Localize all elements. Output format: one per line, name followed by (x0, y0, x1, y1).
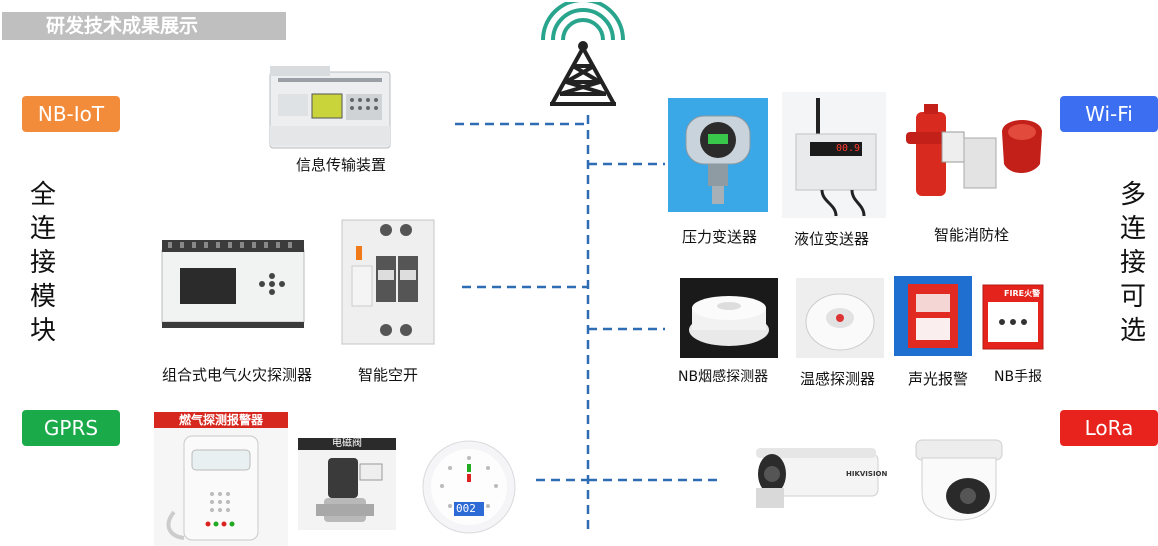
manual-call-header: FIRE火警 (1004, 289, 1041, 298)
pressure-caption: 压力变送器 (682, 228, 758, 246)
nbiot-tag: NB-IoT (22, 96, 120, 132)
sound-light-caption: 声光报警 (908, 370, 969, 388)
gas-detector-header: 燃气探测报警器 (154, 412, 288, 428)
pressure-transmitter-image (668, 98, 768, 212)
char: 可 (1119, 282, 1146, 312)
char: 多 (1119, 180, 1146, 210)
co-detector-image (422, 440, 516, 534)
gprs-tag: GPRS (22, 410, 120, 446)
dome-camera-image (915, 439, 1003, 521)
wifi-tag: Wi-Fi (1060, 96, 1158, 132)
smart-hydrant-image (906, 104, 1042, 196)
solenoid-valve-image (298, 450, 396, 530)
electric-fire-detector-image (161, 240, 305, 328)
smoke-detector-image (680, 278, 778, 358)
left-vertical-text: 全 连 接 模 块 (26, 178, 60, 348)
level-display: 00.9 (836, 143, 861, 154)
char: 选 (1119, 316, 1146, 346)
hydrant-caption: 智能消防栓 (934, 226, 1010, 244)
char: 接 (29, 248, 56, 278)
manual-call-point-image (982, 284, 1044, 350)
gas-detector-image (154, 428, 288, 546)
sound-light-alarm-image (894, 276, 972, 356)
char: 全 (29, 180, 56, 210)
smart-switch-caption: 智能空开 (358, 366, 419, 384)
bullet-camera-image (756, 448, 879, 508)
electric-fire-caption: 组合式电气火灾探测器 (162, 366, 313, 384)
level-transmitter-image (782, 92, 886, 218)
char: 接 (1119, 248, 1146, 278)
antenna-tower-icon (541, 2, 625, 106)
char: 模 (29, 282, 56, 312)
smart-switch-image (341, 219, 435, 345)
page-title: 研发技术成果展示 (2, 12, 286, 40)
char: 连 (29, 214, 56, 244)
char: 连 (1119, 214, 1146, 244)
char: 块 (29, 316, 56, 346)
co-display: 002 (456, 502, 476, 515)
temperature-caption: 温感探测器 (800, 370, 876, 388)
info-transfer-device-image (269, 66, 391, 149)
temperature-detector-image (796, 278, 884, 358)
camera-brand: HIKVISION (846, 470, 888, 478)
valve-header: 电磁阀 (298, 438, 396, 450)
lora-tag: LoRa (1060, 410, 1158, 446)
smoke-caption: NB烟感探测器 (678, 369, 769, 385)
manual-caption: NB手报 (994, 369, 1043, 385)
right-vertical-text: 多 连 接 可 选 (1116, 178, 1150, 348)
info-transfer-caption: 信息传输装置 (296, 156, 387, 174)
level-caption: 液位变送器 (794, 230, 870, 248)
